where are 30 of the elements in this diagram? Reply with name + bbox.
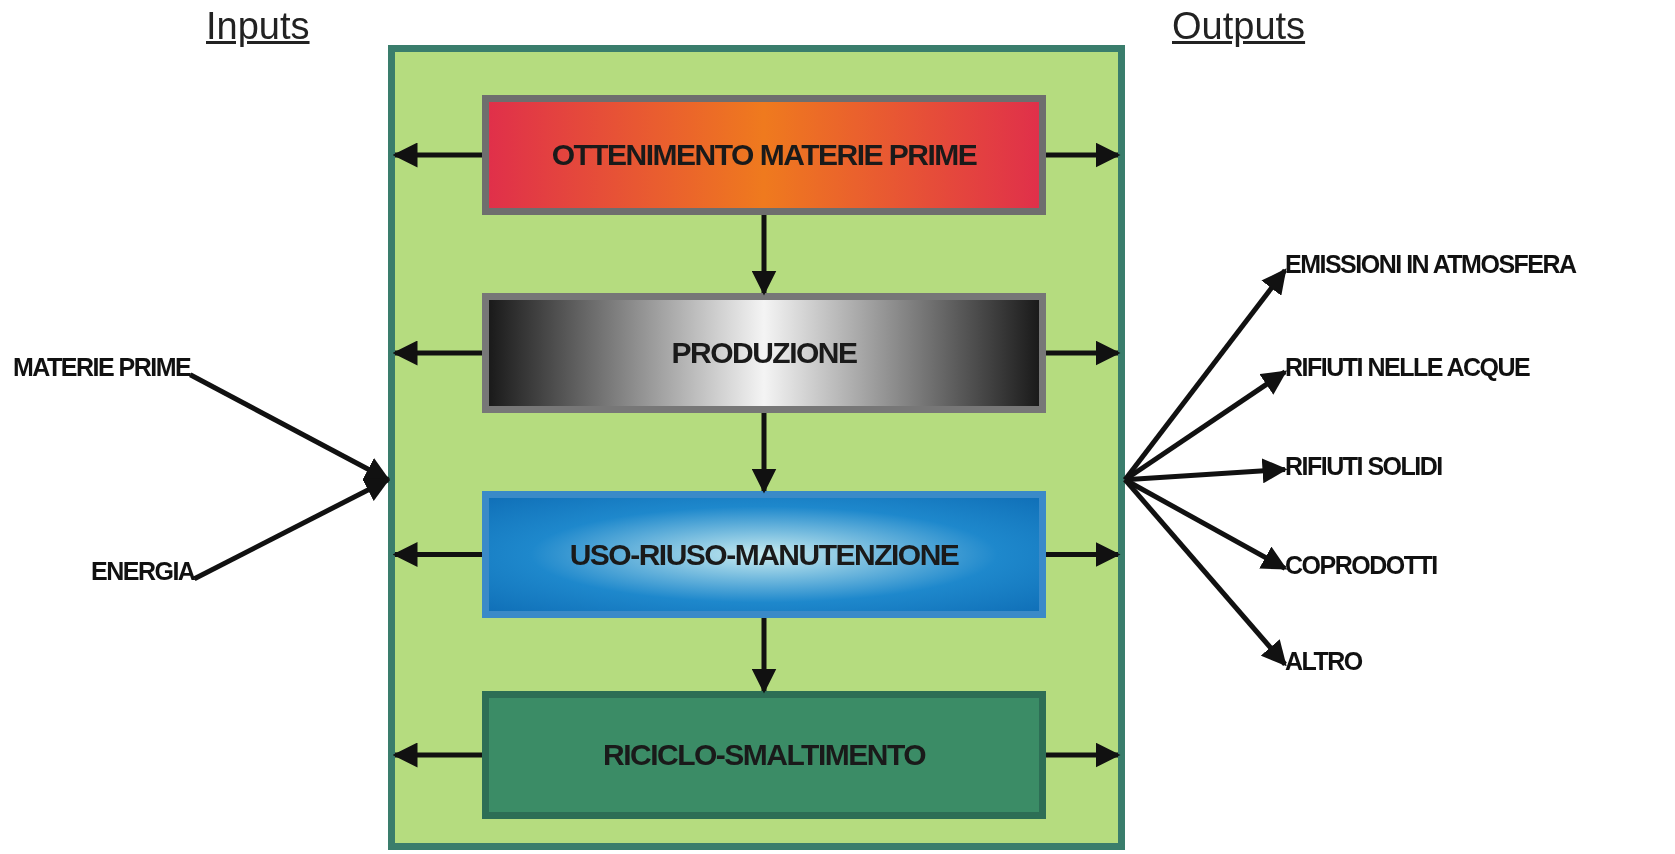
- arrow: [1046, 742, 1121, 768]
- output-label: COPRODOTTI: [1285, 551, 1437, 580]
- container-box: [388, 45, 1125, 850]
- output-label: ALTRO: [1285, 647, 1362, 676]
- stage-box: OTTENIMENTO MATERIE PRIME: [482, 95, 1046, 215]
- arrow: [1123, 478, 1287, 667]
- arrow: [392, 742, 482, 768]
- arrow: [751, 215, 777, 296]
- arrow: [1046, 340, 1121, 366]
- output-label: RIFIUTI SOLIDI: [1285, 452, 1442, 481]
- arrow: [751, 618, 777, 694]
- arrow: [1123, 268, 1287, 482]
- arrow: [189, 372, 391, 482]
- column-heading: Outputs: [1172, 5, 1306, 48]
- arrow: [1046, 142, 1121, 168]
- stage-box: RICICLO-SMALTIMENTO: [482, 691, 1046, 819]
- arrow: [392, 142, 482, 168]
- output-label: RIFIUTI NELLE ACQUE: [1285, 353, 1530, 382]
- column-heading: Inputs: [206, 5, 310, 48]
- input-label: MATERIE PRIME: [13, 353, 191, 382]
- output-label: EMISSIONI IN ATMOSFERA: [1285, 250, 1576, 279]
- arrow: [193, 477, 391, 581]
- arrow: [1123, 369, 1288, 482]
- stage-box: USO-RIUSO-MANUTENZIONE: [482, 491, 1046, 618]
- arrow: [392, 542, 482, 567]
- arrow: [392, 340, 482, 366]
- stage-box: PRODUZIONE: [482, 293, 1046, 413]
- arrow: [1046, 542, 1121, 567]
- arrow: [751, 413, 777, 494]
- input-label: ENERGIA: [91, 557, 195, 586]
